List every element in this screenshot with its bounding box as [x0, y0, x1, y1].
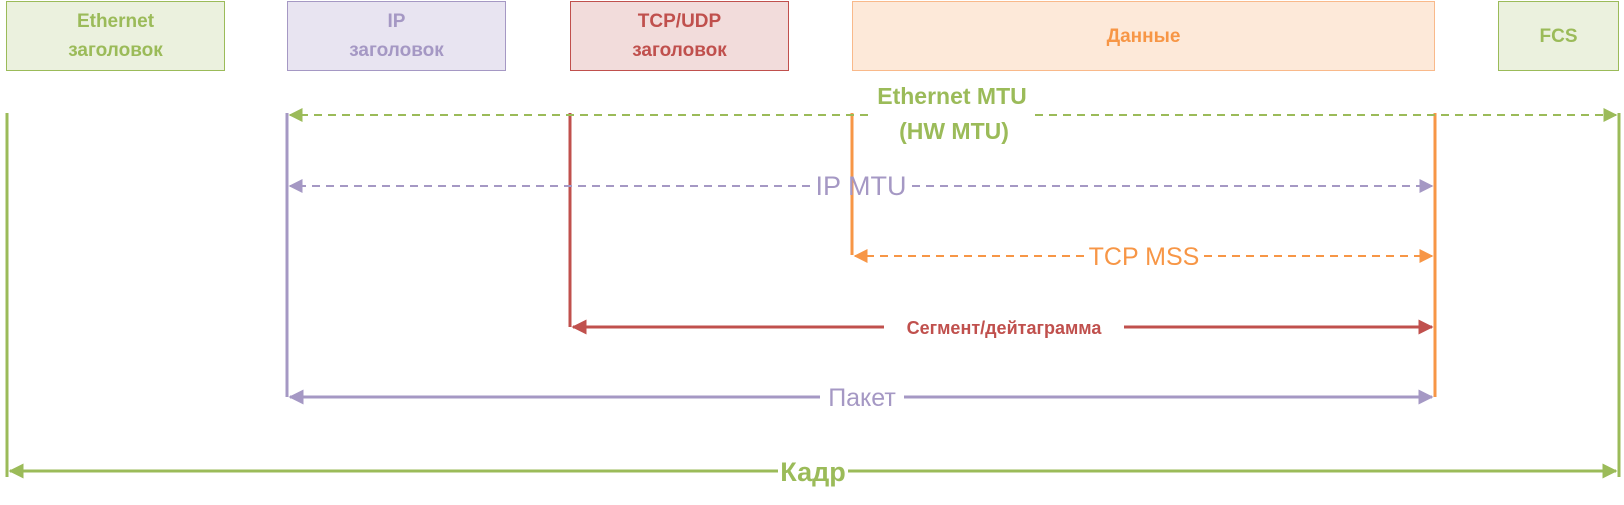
- ip-header-box: IP заголовок: [287, 1, 506, 71]
- ethernet-header-line2: заголовок: [68, 40, 163, 61]
- transport-header-line1: TCP/UDP: [637, 11, 722, 32]
- tcp-mss-label: TCP MSS: [1089, 243, 1200, 271]
- ip-header-line1: IP: [387, 11, 406, 32]
- segment-label: Сегмент/дейтаграмма: [907, 318, 1103, 338]
- fcs-box: FCS: [1498, 1, 1619, 71]
- transport-header-line2: заголовок: [632, 40, 727, 61]
- ethernet-header-box: Ethernet заголовок: [6, 1, 225, 71]
- transport-header-box: TCP/UDP заголовок: [570, 1, 789, 71]
- data-label: Данные: [1106, 25, 1181, 47]
- ethernet-mtu-label-line2: (HW MTU): [899, 118, 1009, 144]
- ethernet-header-line1: Ethernet: [76, 11, 155, 32]
- ip-mtu-label: IP MTU: [815, 171, 906, 201]
- frame-label: Кадр: [780, 457, 845, 487]
- packet-label: Пакет: [828, 384, 896, 412]
- data-box: Данные: [852, 1, 1435, 71]
- ip-header-line2: заголовок: [349, 40, 444, 61]
- ethernet-mtu-label-line1: Ethernet MTU: [877, 83, 1027, 109]
- fcs-label: FCS: [1539, 25, 1578, 47]
